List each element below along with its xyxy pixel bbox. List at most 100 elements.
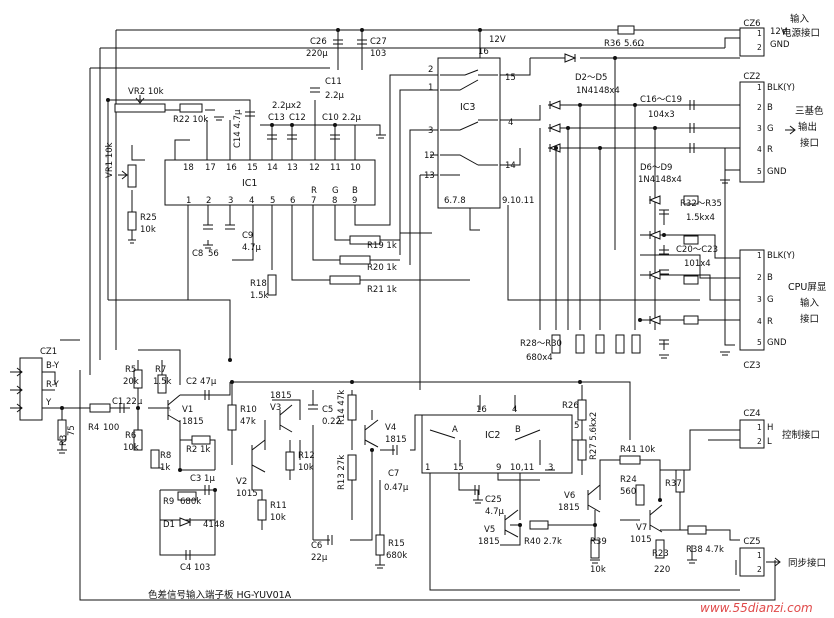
- ic-label: IC2: [485, 430, 500, 441]
- pin-number: 5: [757, 167, 762, 176]
- connector-desc: 输入: [800, 297, 820, 309]
- pin-number: 2: [757, 43, 762, 52]
- pin-number: 3: [548, 463, 553, 473]
- pin-number: 3: [757, 124, 762, 133]
- pin-number: 2: [757, 103, 762, 112]
- label-v5: V5: [484, 525, 495, 535]
- connector-desc: 接口: [800, 313, 819, 325]
- pin-letter: G: [332, 186, 339, 196]
- label-c27: C27: [370, 37, 387, 47]
- label-r5-value: 20k: [123, 377, 139, 387]
- pin-letter: B: [352, 186, 358, 196]
- label-c8: C8: [192, 249, 203, 259]
- label-c5: C5: [322, 405, 333, 415]
- pin-signal: BLK(Y): [767, 83, 795, 93]
- resistors: [57, 25, 707, 559]
- switch-label: B: [515, 425, 521, 435]
- label-v1-value: 1815: [182, 417, 204, 427]
- label-r3-value: 75: [67, 425, 77, 436]
- pin-number: 5: [757, 338, 762, 347]
- label-r37: R37: [665, 479, 682, 489]
- pin-signal: R: [767, 317, 773, 327]
- pin-signal: GND: [767, 167, 787, 177]
- label-r32-r35: R32～R35: [680, 199, 722, 209]
- label-c26-value: 220µ: [306, 49, 328, 59]
- pin-number: 10: [350, 163, 361, 173]
- connector-desc: 接口: [800, 137, 819, 149]
- pin-number: 14: [505, 161, 516, 171]
- grounds: [57, 116, 730, 569]
- label-v3: V3: [270, 403, 281, 413]
- switch-label: A: [452, 425, 458, 435]
- label-c1: C1: [112, 397, 123, 407]
- pin-number: 1: [757, 251, 762, 260]
- pin-number: 18: [183, 163, 194, 173]
- pin-number: 13: [424, 171, 435, 181]
- pin-signal: G: [767, 124, 774, 134]
- pin-number: 16: [226, 163, 237, 173]
- pin-number: 4: [757, 317, 762, 326]
- label-r36: R36: [604, 39, 621, 49]
- label-c20-c23-value: 101x4: [684, 259, 711, 269]
- pin-signal: BLK(Y): [767, 251, 795, 261]
- connector-label: CZ2: [743, 72, 760, 82]
- diodes: [179, 53, 661, 527]
- pin-number: 12: [424, 151, 435, 161]
- pin-number: 9: [352, 196, 357, 206]
- label-r7: R7: [155, 365, 166, 375]
- label-r32-r35-value: 1.5kx4: [686, 213, 715, 223]
- label-c20-c23: C20～C23: [676, 245, 718, 255]
- label-c12-c13-value: 2.2µx2: [272, 101, 301, 111]
- pin-number: 1: [428, 83, 433, 93]
- pin-number: 13: [287, 163, 298, 173]
- connector-label: CZ5: [743, 537, 760, 547]
- pin-number: 4: [757, 145, 762, 154]
- pin-number: 15: [505, 73, 516, 83]
- label-r28-r30-value: 680x4: [526, 353, 553, 363]
- label-r4-value: 100: [103, 423, 119, 433]
- pin-letter: R: [311, 186, 317, 196]
- connector-cz21: CZ1 B-Y R-Y Y: [10, 347, 60, 421]
- label-c3: C3 1µ: [190, 474, 215, 484]
- label-r4: R4: [88, 423, 99, 433]
- label-r10: R10: [240, 405, 257, 415]
- pin-number: 16: [476, 405, 487, 415]
- connector-cz25: CZ5 1 2 同步接口: [739, 537, 826, 577]
- label-c14: C14 4.7µ: [233, 109, 243, 148]
- connector-cz22: CZ2 1 2 3 4 5 BLK(Y) B G R GND 三基色 输出 接口: [739, 72, 824, 183]
- label-c2: C2 47µ: [186, 377, 217, 387]
- label-r20: R20 1k: [367, 263, 397, 273]
- label-d6-d9: D6～D9: [640, 163, 672, 173]
- label-r39: R39: [590, 537, 607, 547]
- label-r3: R3: [59, 435, 69, 446]
- pin-signal: B: [767, 273, 773, 283]
- label-v6: V6: [564, 491, 575, 501]
- pin-number: 8: [332, 196, 337, 206]
- pin-number: 4: [508, 118, 513, 128]
- pin-number: 11: [330, 163, 341, 173]
- pin-signal: L: [767, 437, 772, 447]
- label-r8: R8: [160, 451, 171, 461]
- junction-dots: [60, 28, 666, 527]
- pin-number: 2: [757, 437, 762, 446]
- label-r41: R41 10k: [620, 445, 655, 455]
- connector-desc: 输出: [798, 121, 817, 133]
- pin-number: 12: [309, 163, 320, 173]
- label-vr1: VR1 10k: [105, 142, 115, 178]
- pin-number: 14: [267, 163, 278, 173]
- connector-desc: 电源接口: [782, 27, 820, 39]
- label-r23-value: 220: [654, 565, 670, 575]
- label-r13: R13 27k: [337, 455, 347, 490]
- label-c26: C26: [310, 37, 327, 47]
- label-c6-value: 22µ: [311, 553, 328, 563]
- pin-number: 1: [757, 423, 762, 432]
- pin-number: 1: [186, 196, 191, 206]
- label-v2-value: 1015: [236, 489, 258, 499]
- component-labels: VR2 10k R22 10k VR1 10k R25 10k C14 4.7µ…: [59, 35, 724, 575]
- connector-desc: 三基色: [795, 105, 824, 117]
- label-d6-d9-value: 1N4148x4: [638, 175, 682, 185]
- label-d1: D1: [163, 520, 175, 530]
- pin-signal: B-Y: [46, 361, 60, 371]
- pin-signal: R: [767, 145, 773, 155]
- connector-desc: 输入: [790, 13, 810, 25]
